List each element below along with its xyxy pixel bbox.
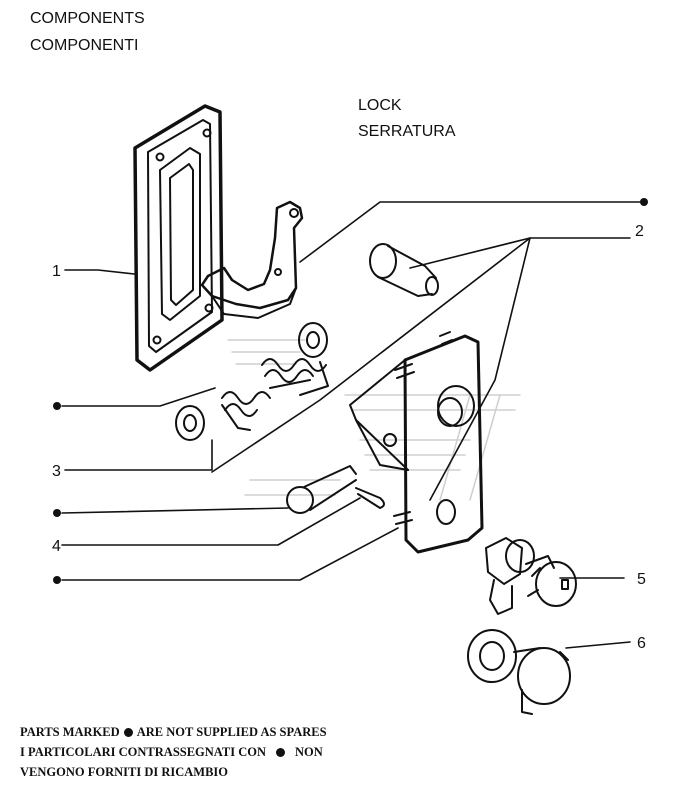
note-line-2-start: I PARTICOLARI CONTRASSEGNATI CON bbox=[20, 745, 267, 759]
part-4-clevis-pin bbox=[286, 465, 385, 514]
not-supplied-markers bbox=[53, 198, 648, 584]
part-1-handle-plate bbox=[133, 104, 224, 372]
marker-bracket bbox=[53, 576, 61, 584]
part-lock-bracket bbox=[349, 331, 484, 554]
note-line-1: PARTS MARKED ARE NOT SUPPLIED AS SPARES bbox=[20, 722, 327, 742]
note-line-2: I PARTICOLARI CONTRASSEGNATI CON NON bbox=[20, 742, 327, 762]
callout-5: 5 bbox=[637, 571, 646, 588]
part-3-springs bbox=[175, 322, 329, 441]
note-line-3: VENGONO FORNITI DI RICAMBIO bbox=[20, 765, 229, 779]
watermark bbox=[227, 339, 521, 501]
part-2-pin bbox=[369, 243, 439, 297]
callout-1: 1 bbox=[52, 263, 61, 280]
section-label-it: SERRATURA bbox=[358, 123, 456, 140]
note-line-1-end: ARE NOT SUPPLIED AS SPARES bbox=[136, 725, 327, 739]
note-line-2-end: NON bbox=[295, 745, 323, 759]
leader-lines bbox=[61, 201, 641, 649]
marker-springs bbox=[53, 402, 61, 410]
marker-pawl bbox=[640, 198, 648, 206]
part-5-lock-cylinder bbox=[485, 537, 577, 615]
callout-6: 6 bbox=[637, 635, 646, 652]
bullet-marker-icon bbox=[276, 747, 286, 757]
part-pawl-lever bbox=[200, 200, 304, 319]
marker-clevis-pin bbox=[53, 509, 61, 517]
bullet-marker-icon bbox=[123, 727, 133, 737]
callout-numbers: 1 2 3 4 5 6 bbox=[52, 223, 646, 652]
section-label-en: LOCK bbox=[358, 97, 402, 114]
part-6-key-cap bbox=[467, 629, 571, 715]
spares-note: PARTS MARKED ARE NOT SUPPLIED AS SPARES I… bbox=[20, 722, 327, 782]
page-title-en: COMPONENTS bbox=[30, 10, 145, 27]
page-title-it: COMPONENTI bbox=[30, 37, 139, 54]
callout-3: 3 bbox=[52, 463, 61, 480]
callout-4: 4 bbox=[52, 538, 61, 555]
note-line-1-start: PARTS MARKED bbox=[20, 725, 120, 739]
callout-2: 2 bbox=[635, 223, 644, 240]
